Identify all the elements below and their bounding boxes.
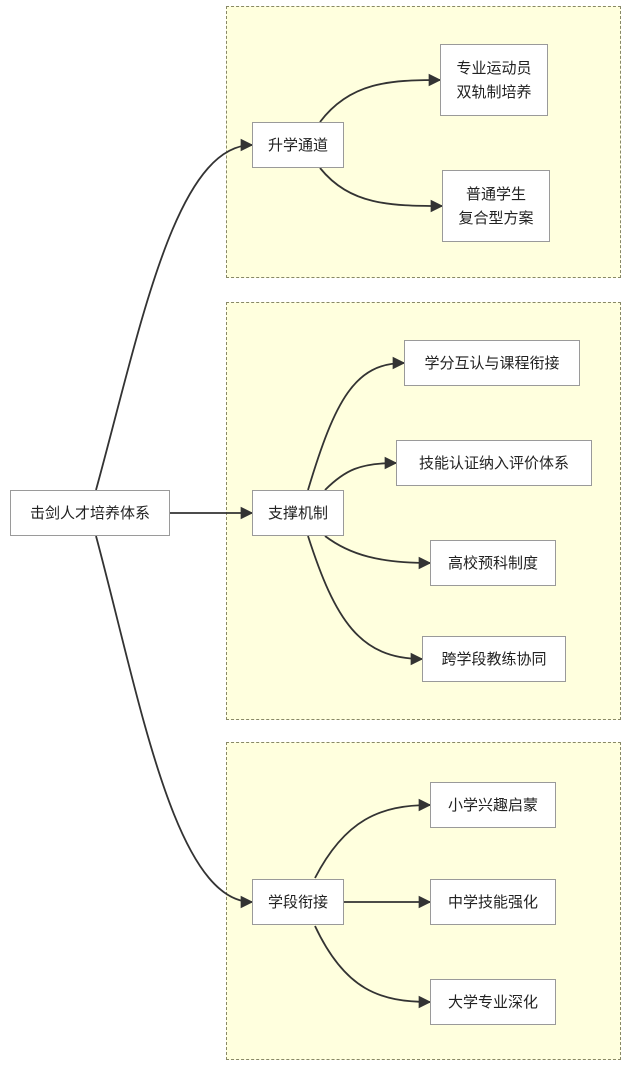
edge-admission-to-general-student xyxy=(319,167,444,213)
edge-root-to-stage xyxy=(95,535,254,909)
leaf-node-university-specialization: 大学专业深化 xyxy=(430,979,556,1025)
edge-stage-to-university xyxy=(314,925,432,1009)
leaf-node-credit-recognition: 学分互认与课程衔接 xyxy=(404,340,580,386)
leaf-node-general-student: 普通学生 复合型方案 xyxy=(442,170,550,242)
edge-support-to-skill-cert xyxy=(324,456,398,491)
edge-admission-to-pro-athlete xyxy=(319,73,442,123)
leaf-node-middle-skill: 中学技能强化 xyxy=(430,879,556,925)
group-node-admission-channel: 升学通道 xyxy=(252,122,344,168)
root-node: 击剑人才培养体系 xyxy=(10,490,170,536)
leaf-node-skill-certification: 技能认证纳入评价体系 xyxy=(396,440,592,486)
edge-support-to-coach xyxy=(307,535,424,666)
edge-stage-to-primary xyxy=(314,798,432,879)
leaf-node-pro-athlete: 专业运动员 双轨制培养 xyxy=(440,44,548,116)
leaf-node-university-prep: 高校预科制度 xyxy=(430,540,556,586)
group-node-support-mechanism: 支撑机制 xyxy=(252,490,344,536)
edge-support-to-credit xyxy=(307,356,406,491)
edge-support-to-prep xyxy=(324,535,432,570)
group-node-stage-connection: 学段衔接 xyxy=(252,879,344,925)
leaf-node-coach-collaboration: 跨学段教练协同 xyxy=(422,636,566,682)
edge-root-to-admission xyxy=(95,138,254,491)
leaf-node-primary-interest: 小学兴趣启蒙 xyxy=(430,782,556,828)
